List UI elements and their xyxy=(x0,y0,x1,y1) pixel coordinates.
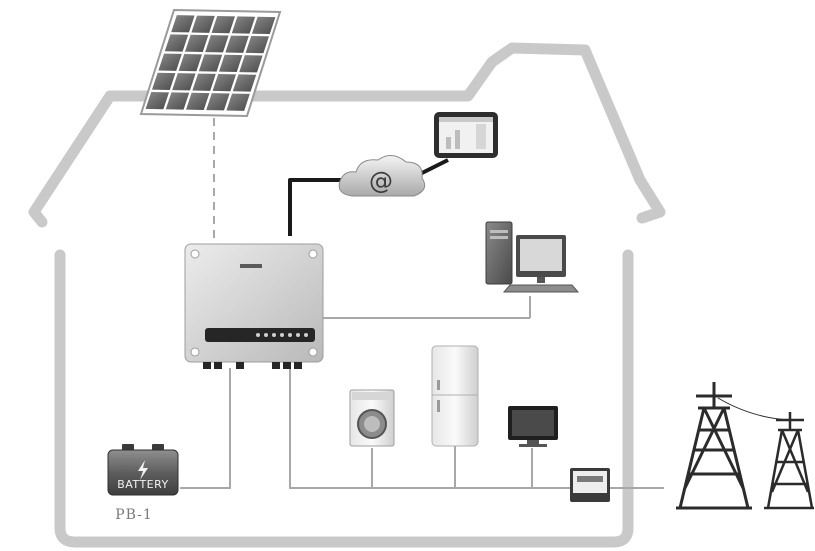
solar-cell xyxy=(151,72,176,91)
energy-meter xyxy=(570,468,610,502)
solar-cell xyxy=(231,16,256,34)
solar-cell xyxy=(225,35,249,53)
internet-at-symbol: @ xyxy=(369,167,393,195)
large-pylon xyxy=(676,382,752,510)
solar-cell xyxy=(206,93,230,111)
tv-base xyxy=(519,444,547,447)
keyboard-icon xyxy=(502,284,580,293)
tablet-monitor xyxy=(434,112,498,158)
solar-cells xyxy=(145,15,276,111)
solar-cell xyxy=(178,53,203,72)
solar-cell xyxy=(171,15,195,33)
tower-drive xyxy=(490,236,508,239)
fridge-handle xyxy=(437,380,440,390)
tablet-screen-bar xyxy=(439,117,493,122)
refrigerator-icon xyxy=(431,345,479,447)
tower-drive xyxy=(490,230,508,233)
solar-cell xyxy=(184,34,209,53)
battery-label: BATTERY xyxy=(117,478,169,491)
fridge-handle xyxy=(437,400,440,412)
tablet-screen-graph-2 xyxy=(455,130,460,149)
solar-cell xyxy=(164,34,189,52)
inverter-terminals xyxy=(203,362,302,369)
solar-cell xyxy=(218,54,243,73)
solar-cell xyxy=(232,74,257,92)
battery-terminal xyxy=(122,444,134,450)
battery-model-label: PB-1 xyxy=(115,507,153,523)
tv-screen xyxy=(512,410,554,436)
inverter-screw xyxy=(308,249,318,259)
solar-cell xyxy=(185,92,210,111)
solar-cell xyxy=(172,73,196,91)
television xyxy=(508,406,558,447)
inverter-logo xyxy=(240,264,262,268)
tablet-screen-graph-1 xyxy=(446,137,451,149)
inverter-screw xyxy=(190,249,200,259)
washing-machine xyxy=(349,389,395,447)
solar-cell xyxy=(239,55,263,73)
battery-wire xyxy=(180,368,231,489)
solar-cell xyxy=(192,73,216,91)
solar-cell xyxy=(226,93,250,111)
battery: BATTERY PB-1 xyxy=(107,444,179,523)
solar-cell xyxy=(158,53,182,71)
inverter-leds xyxy=(256,333,308,337)
pylon-icon xyxy=(676,382,752,510)
tv-stand xyxy=(527,440,539,444)
solar-cell xyxy=(251,16,276,35)
washer-panel xyxy=(352,392,392,400)
inverter-screw xyxy=(190,347,200,357)
tablet-screen-graph-3 xyxy=(476,124,486,149)
solar-panel xyxy=(139,8,282,118)
solar-cell xyxy=(198,54,223,72)
solar-cell xyxy=(145,91,170,110)
inverter-body xyxy=(184,243,324,363)
solar-cell xyxy=(205,35,229,53)
house-roof xyxy=(28,42,666,228)
solar-cell xyxy=(212,73,237,92)
meter-digits xyxy=(577,476,603,482)
house-walls xyxy=(54,249,634,548)
house-outline xyxy=(28,42,666,548)
inverter xyxy=(184,243,324,369)
battery-terminal xyxy=(152,444,164,450)
lightning-icon xyxy=(138,460,148,480)
solar-cell xyxy=(211,15,236,34)
small-pylon xyxy=(764,412,814,510)
inverter-screw xyxy=(308,347,318,357)
solar-cell xyxy=(245,35,270,54)
desktop-computer xyxy=(485,221,580,293)
monitor-stand xyxy=(537,277,545,283)
cloud-icon xyxy=(338,155,426,197)
solar-cell xyxy=(165,92,190,110)
data-cable-inverter xyxy=(288,178,346,236)
washer-glass xyxy=(364,416,380,432)
solar-cell xyxy=(191,15,215,33)
internet-cloud: @ xyxy=(338,155,426,197)
load-bus-wire xyxy=(289,368,572,489)
refrigerator xyxy=(431,345,479,447)
pylon-icon xyxy=(764,412,814,510)
monitor-screen xyxy=(520,239,562,271)
wiring xyxy=(180,118,664,489)
